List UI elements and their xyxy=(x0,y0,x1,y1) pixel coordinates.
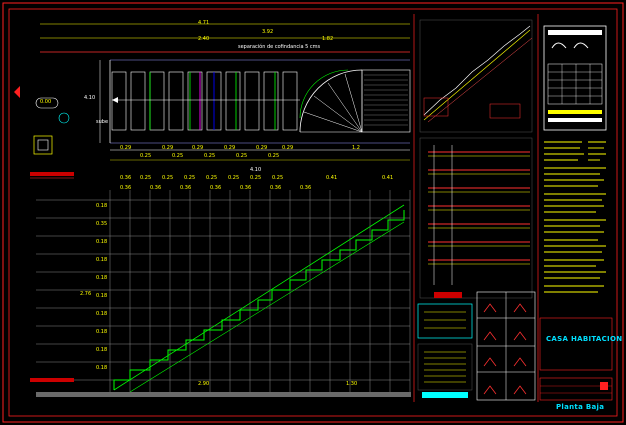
elevation-top-dim: 0.36 xyxy=(120,175,132,181)
plan-dim: 3.92 xyxy=(262,29,274,35)
plan-bottom-dim: 0.29 xyxy=(162,145,174,151)
elevation-bottom-dim: 1.30 xyxy=(346,381,358,387)
plan-dim: 1.82 xyxy=(322,36,334,42)
separation-label: separación de cofindancia 5 cms xyxy=(238,44,321,50)
plan-bottom-dim: 1.2 xyxy=(352,145,360,151)
plan-bottom-dim: 0.29 xyxy=(120,145,132,151)
elevation-sub-dim: 4.10 xyxy=(250,167,262,173)
plan-bottom-dim: 0.29 xyxy=(224,145,236,151)
elevation-height-dim: 2.76 xyxy=(80,291,92,297)
plan-bottom-dim-b: 0.25 xyxy=(268,153,280,159)
elevation-bottom-dim: 2.90 xyxy=(198,381,210,387)
plan-vertical-dim: 4.10 xyxy=(84,95,96,101)
overall-dimension: 4.71 xyxy=(198,20,210,26)
elevation-row-dim: 0.36 xyxy=(180,185,192,191)
stair-section-details xyxy=(417,19,536,401)
elevation-left-dim: 0.18 xyxy=(96,275,108,281)
elevation-left-dim: 0.18 xyxy=(96,329,108,335)
elevation-top-dim: 0.25 xyxy=(206,175,218,181)
inner-frame xyxy=(8,8,618,417)
elevation-top-dim: 0.25 xyxy=(140,175,152,181)
elevation-top-dim: 0.41 xyxy=(382,175,394,181)
plan-bottom-dim-b: 0.25 xyxy=(172,153,184,159)
elevation-left-dim: 0.18 xyxy=(96,239,108,245)
elevation-row-dim: 0.36 xyxy=(150,185,162,191)
elevation-left-dim: 0.18 xyxy=(96,257,108,263)
sube-label: sube xyxy=(96,119,109,125)
elevation-row-dim: 0.36 xyxy=(210,185,222,191)
plan-bottom-dim: 0.29 xyxy=(282,145,294,151)
elevation-top-dim: 0.25 xyxy=(250,175,262,181)
sheet-title: Planta Baja xyxy=(556,403,605,411)
stair-plan xyxy=(14,23,411,179)
plan-bottom-dim: 0.29 xyxy=(256,145,268,151)
elevation-top-dim: 0.25 xyxy=(272,175,284,181)
elevation-left-dim: 0.18 xyxy=(96,365,108,371)
title-block xyxy=(539,25,613,401)
elevation-left-dim: 0.18 xyxy=(96,311,108,317)
elevation-top-dim: 0.25 xyxy=(184,175,196,181)
elevation-row-dim: 0.36 xyxy=(300,185,312,191)
elevation-row-dim: 0.36 xyxy=(120,185,132,191)
elevation-row-dim: 0.36 xyxy=(270,185,282,191)
stair-elevation xyxy=(30,190,411,397)
plan-bottom-dim-b: 0.25 xyxy=(236,153,248,159)
elevation-left-dim: 0.18 xyxy=(96,347,108,353)
elevation-row-dim: 0.36 xyxy=(240,185,252,191)
plan-bottom-dim: 0.29 xyxy=(192,145,204,151)
plan-bottom-dim-b: 0.25 xyxy=(204,153,216,159)
elevation-left-dim: 0.18 xyxy=(96,293,108,299)
plan-dim: 2.40 xyxy=(198,36,210,42)
level-tag: 0.00 xyxy=(40,99,52,105)
elevation-top-dim: 0.25 xyxy=(162,175,174,181)
project-title: CASA HABITACION xyxy=(546,335,623,343)
plan-bottom-dim-b: 0.25 xyxy=(140,153,152,159)
elevation-left-dim: 0.35 xyxy=(96,221,108,227)
elevation-top-dim: 0.25 xyxy=(228,175,240,181)
elevation-left-dim: 0.18 xyxy=(96,203,108,209)
elevation-top-dim: 0.41 xyxy=(326,175,338,181)
